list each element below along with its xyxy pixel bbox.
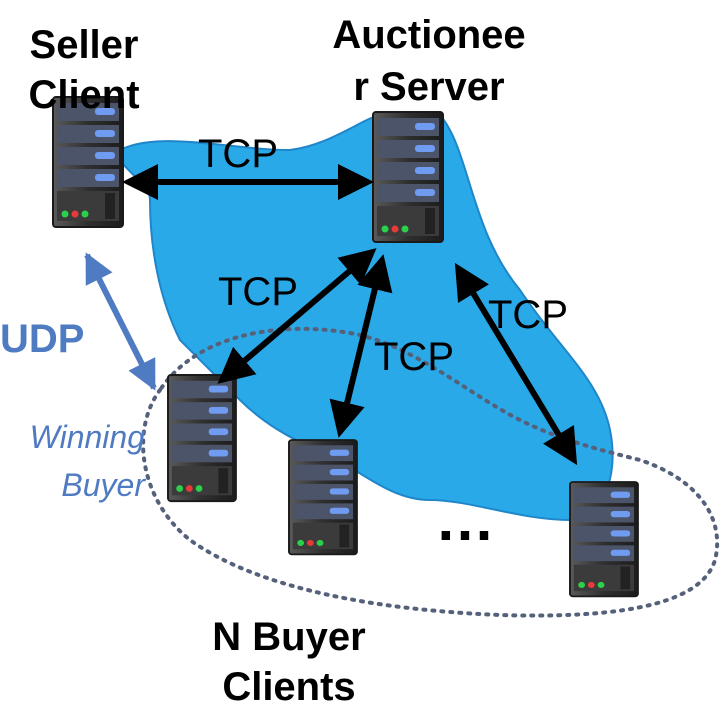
winning-buyer-label-line2: Buyer	[61, 467, 146, 503]
tcp-label-top: TCP	[198, 132, 278, 176]
udp-label: UDP	[0, 317, 84, 361]
buyer-client-n-server-icon	[569, 481, 639, 598]
winning-buyer-server-icon	[167, 374, 237, 503]
tcp-label-middle: TCP	[374, 335, 454, 379]
tcp-label-left: TCP	[218, 270, 298, 314]
buyers-label-line1: N Buyer	[212, 615, 365, 659]
tcp-label-right: TCP	[488, 293, 568, 337]
buyer-client-server-icon	[288, 439, 358, 556]
seller-label-line2: Client	[28, 73, 139, 117]
auctioneer-server-icon	[372, 111, 444, 243]
auctioneer-label-line1: Auctionee	[332, 13, 525, 57]
winning-buyer-label-line1: Winning	[30, 419, 146, 455]
auctioneer-label-line2: r Server	[353, 65, 504, 109]
tcp-arrow-auctioneer-buyer	[329, 254, 393, 438]
tcp-arrow-auctioneer-buyer-n	[454, 262, 578, 466]
more-buyers-ellipsis: …	[435, 486, 495, 553]
seller-label-line1: Seller	[30, 23, 139, 67]
udp-arrow-seller-winning	[84, 252, 157, 391]
buyers-label-line2: Clients	[222, 665, 355, 709]
